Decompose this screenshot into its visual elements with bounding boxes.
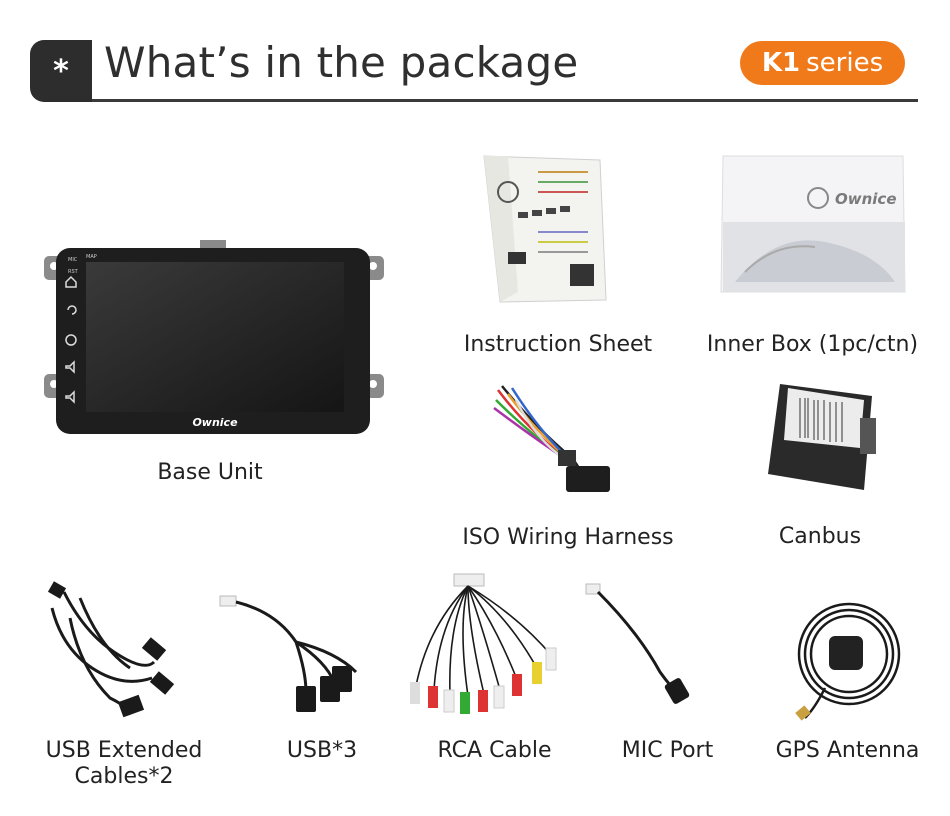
rca-cable-label: RCA Cable <box>437 738 552 763</box>
header-divider <box>92 99 918 102</box>
mic-port-label: MIC Port <box>621 738 714 763</box>
map-button-label: MAP <box>86 254 97 260</box>
rst-button-label: RST <box>68 269 79 275</box>
iso-harness-image <box>493 385 610 492</box>
volume-down-icon <box>65 390 75 404</box>
volume-up-icon <box>65 360 75 374</box>
brand-logo-icon <box>807 187 829 209</box>
series-badge: K1 series <box>740 41 905 85</box>
base-unit-image: MIC RST MAP Ownice <box>44 240 384 434</box>
rca-cable-image <box>410 573 557 714</box>
gps-antenna-label: GPS Antenna <box>775 738 920 763</box>
back-icon <box>67 305 77 315</box>
usb-extended-label-line1: USB Extended <box>45 738 203 763</box>
series-code: K1 <box>761 48 801 78</box>
instruction-sheet-image <box>483 155 607 303</box>
instruction-sheet-label: Instruction Sheet <box>463 332 653 357</box>
gps-antenna-image <box>795 602 901 721</box>
canbus-label: Canbus <box>778 524 862 549</box>
usb3-image <box>219 595 358 712</box>
usb-extended-image <box>47 581 175 718</box>
home-icon <box>65 275 77 288</box>
usb-extended-label: USB Extended Cables*2 <box>40 738 208 790</box>
power-icon <box>65 334 77 346</box>
usb-extended-label-line2: Cables*2 <box>74 764 174 789</box>
usb3-label: USB*3 <box>286 738 358 763</box>
canbus-image <box>768 384 876 490</box>
iso-harness-label: ISO Wiring Harness <box>462 525 674 550</box>
inner-box-image: Ownice <box>720 155 906 293</box>
page-title: What’s in the package <box>104 38 579 87</box>
inner-box-brand: Ownice <box>835 190 897 208</box>
base-unit-brand: Ownice <box>192 416 238 429</box>
asterisk-icon: * <box>53 53 69 89</box>
mic-button-label: MIC <box>68 257 78 263</box>
header-badge: * <box>30 40 92 102</box>
inner-box-label: Inner Box (1pc/ctn) <box>706 332 919 357</box>
mic-port-image <box>585 583 690 704</box>
base-unit-label: Base Unit <box>157 460 263 485</box>
series-text: series <box>806 48 884 78</box>
